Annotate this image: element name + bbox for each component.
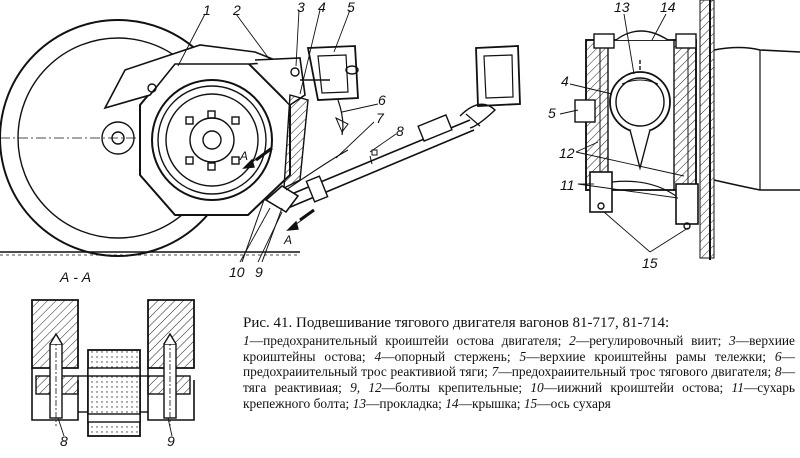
reactive-rod xyxy=(281,114,475,209)
caption-item-text: —сухарь крепежного болта; xyxy=(243,380,796,411)
caption-title: Рис. 41. Подвешивание тягового двигателя… xyxy=(243,315,670,331)
caption-item: 3—верхиие кроиштейны остова; xyxy=(243,333,795,364)
caption-item: 5—верхиие кроиштейны рамы тележки; xyxy=(520,349,775,364)
callout-r5: 5 xyxy=(548,105,556,121)
callout-13: 13 xyxy=(614,0,630,15)
caption-item-number: 3 xyxy=(729,332,736,348)
caption-item-text: —иижний кроиштейи остова; xyxy=(543,380,732,396)
caption-item-text: —предохраиительный трос тягового двигате… xyxy=(498,364,775,380)
caption-item: 13—прокладка; xyxy=(353,396,446,411)
caption-item-number: 2 xyxy=(569,332,576,348)
caption-item: 1—предохранительный кроиштейи остова дви… xyxy=(243,333,569,348)
caption-item-number: 8 xyxy=(774,364,782,380)
section-label: А - А xyxy=(59,269,91,285)
callout-10: 10 xyxy=(229,264,245,280)
callout-2: 2 xyxy=(232,2,241,18)
figure-caption: Рис. 41. Подвешивание тягового двигателя… xyxy=(243,315,795,412)
callout-14: 14 xyxy=(660,0,676,15)
section-a-a-view xyxy=(31,299,195,437)
caption-item: 14—крышка; xyxy=(445,396,524,411)
caption-item-number: 9, 12 xyxy=(350,380,382,396)
caption-item-number: 1 xyxy=(243,332,250,348)
caption-item-number: 13 xyxy=(352,395,367,411)
callout-8: 8 xyxy=(396,123,404,139)
caption-item: 2—регулировочный виит; xyxy=(569,333,729,348)
caption-legend: 1—предохранительный кроиштейи остова дви… xyxy=(243,333,795,411)
caption-item: 8—тяга реактивиая; xyxy=(243,364,795,395)
caption-item-text: —опорный стержень; xyxy=(381,348,520,364)
caption-item-number: 6 xyxy=(774,348,782,364)
caption-item-text: —прокладка; xyxy=(366,395,446,411)
callout-7: 7 xyxy=(376,110,385,126)
callout-11: 11 xyxy=(560,177,575,193)
cross-section-view xyxy=(559,0,800,260)
caption-item: 6—предохраиительный трос реактивиой тяги… xyxy=(243,349,795,380)
caption-item: 4—опорный стержень; xyxy=(375,349,520,364)
cut-label-a2: А xyxy=(283,233,292,247)
caption-item-text: —тяга реактивиая; xyxy=(243,364,795,396)
caption-item-text: —крышка; xyxy=(458,395,524,411)
callout-s8: 8 xyxy=(60,433,68,449)
caption-item-number: 4 xyxy=(374,348,382,364)
callout-3: 3 xyxy=(297,0,305,15)
caption-item-text: —болты крепительные; xyxy=(381,380,531,396)
caption-item-number: 14 xyxy=(445,395,459,411)
caption-item-text: —предохранительный кроиштейи остова двиг… xyxy=(249,332,570,348)
caption-item: 11—сухарь крепежного болта; xyxy=(243,380,795,411)
callout-s9: 9 xyxy=(167,433,175,449)
caption-item-text: —ось сухаря xyxy=(537,395,611,411)
callout-1: 1 xyxy=(203,2,211,18)
caption-item: 15—ось сухаря xyxy=(524,396,611,411)
caption-item-text: —регулировочный виит; xyxy=(575,332,730,348)
caption-item: 9, 12—болты крепительные; xyxy=(350,380,530,395)
callout-r4: 4 xyxy=(561,73,569,89)
side-view xyxy=(0,9,521,263)
callout-15: 15 xyxy=(642,255,658,271)
callout-9: 9 xyxy=(255,264,263,280)
leader-lines xyxy=(177,9,397,263)
callout-12: 12 xyxy=(559,145,575,161)
callout-4: 4 xyxy=(318,0,326,15)
caption-item-text: —верхиие кроиштейны рамы тележки; xyxy=(526,348,775,364)
caption-item-text: —предохраиительный трос реактивиой тяги; xyxy=(243,348,795,380)
bolt-circle xyxy=(185,110,240,171)
caption-item-number: 15 xyxy=(523,395,538,411)
caption-item: 7—предохраиительный трос тягового двигат… xyxy=(492,364,775,379)
caption-item: 10—иижний кроиштейи остова; xyxy=(530,380,731,395)
caption-item-text: —верхиие кроиштейны остова; xyxy=(243,332,795,364)
cut-label-a1: А xyxy=(239,149,248,163)
callout-5: 5 xyxy=(347,0,355,15)
caption-item-number: 10 xyxy=(530,380,544,396)
callout-6: 6 xyxy=(378,92,386,108)
caption-item-number: 5 xyxy=(519,348,527,364)
caption-item-number: 11 xyxy=(731,380,744,396)
caption-item-number: 7 xyxy=(491,364,499,380)
